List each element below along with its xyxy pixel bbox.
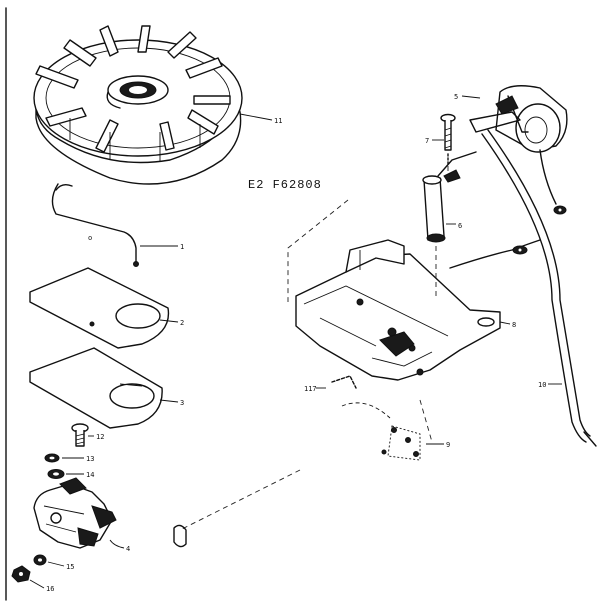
screw bbox=[71, 423, 89, 447]
armature-plate-lower bbox=[29, 347, 163, 429]
callout-screw: 12 bbox=[96, 433, 104, 441]
nut-16 bbox=[11, 565, 31, 583]
callout-flywheel: 11 bbox=[274, 117, 282, 125]
high-tension-lead bbox=[481, 129, 597, 447]
callout-plate-lower: 3 bbox=[180, 399, 184, 407]
magneto-block bbox=[33, 477, 117, 549]
callout-plate-upper: 2 bbox=[180, 319, 184, 327]
small-clip bbox=[331, 375, 357, 389]
callout-breaker-plate: 8 bbox=[512, 321, 516, 329]
callout-washer-13: 13 bbox=[86, 455, 94, 463]
callout-nut-15: 15 bbox=[66, 563, 74, 571]
callout-spring: 1 bbox=[180, 243, 184, 251]
nut-15 bbox=[33, 554, 47, 566]
breaker-plate bbox=[295, 239, 501, 381]
washer-14 bbox=[47, 469, 65, 479]
assembly-guide-lines bbox=[179, 166, 449, 531]
spring-clip bbox=[51, 183, 139, 267]
callout-points: 9 bbox=[446, 441, 450, 449]
callout-washer-14: 14 bbox=[86, 471, 94, 479]
coil-screw bbox=[440, 113, 456, 167]
ground-wire bbox=[449, 239, 541, 269]
callout-magneto: 4 bbox=[126, 545, 130, 553]
small-hardware bbox=[173, 524, 187, 548]
callout-coil: 5 bbox=[454, 93, 458, 101]
callout-coil-screw: 7 bbox=[425, 137, 429, 145]
callout-nut-16: 16 bbox=[46, 585, 54, 593]
callout-lead-wire: 10 bbox=[538, 381, 546, 389]
small-mark-0: o bbox=[88, 234, 92, 242]
diagram-code: E2 F62808 bbox=[248, 178, 322, 192]
condenser bbox=[422, 151, 477, 243]
ignition-coil bbox=[469, 85, 568, 215]
armature-plate-upper bbox=[29, 267, 170, 349]
flywheel bbox=[33, 25, 243, 185]
callout-condenser: 6 bbox=[458, 222, 462, 230]
callout-clip: 117 bbox=[304, 385, 317, 393]
washer-13 bbox=[44, 453, 60, 463]
breaker-points bbox=[341, 402, 421, 461]
